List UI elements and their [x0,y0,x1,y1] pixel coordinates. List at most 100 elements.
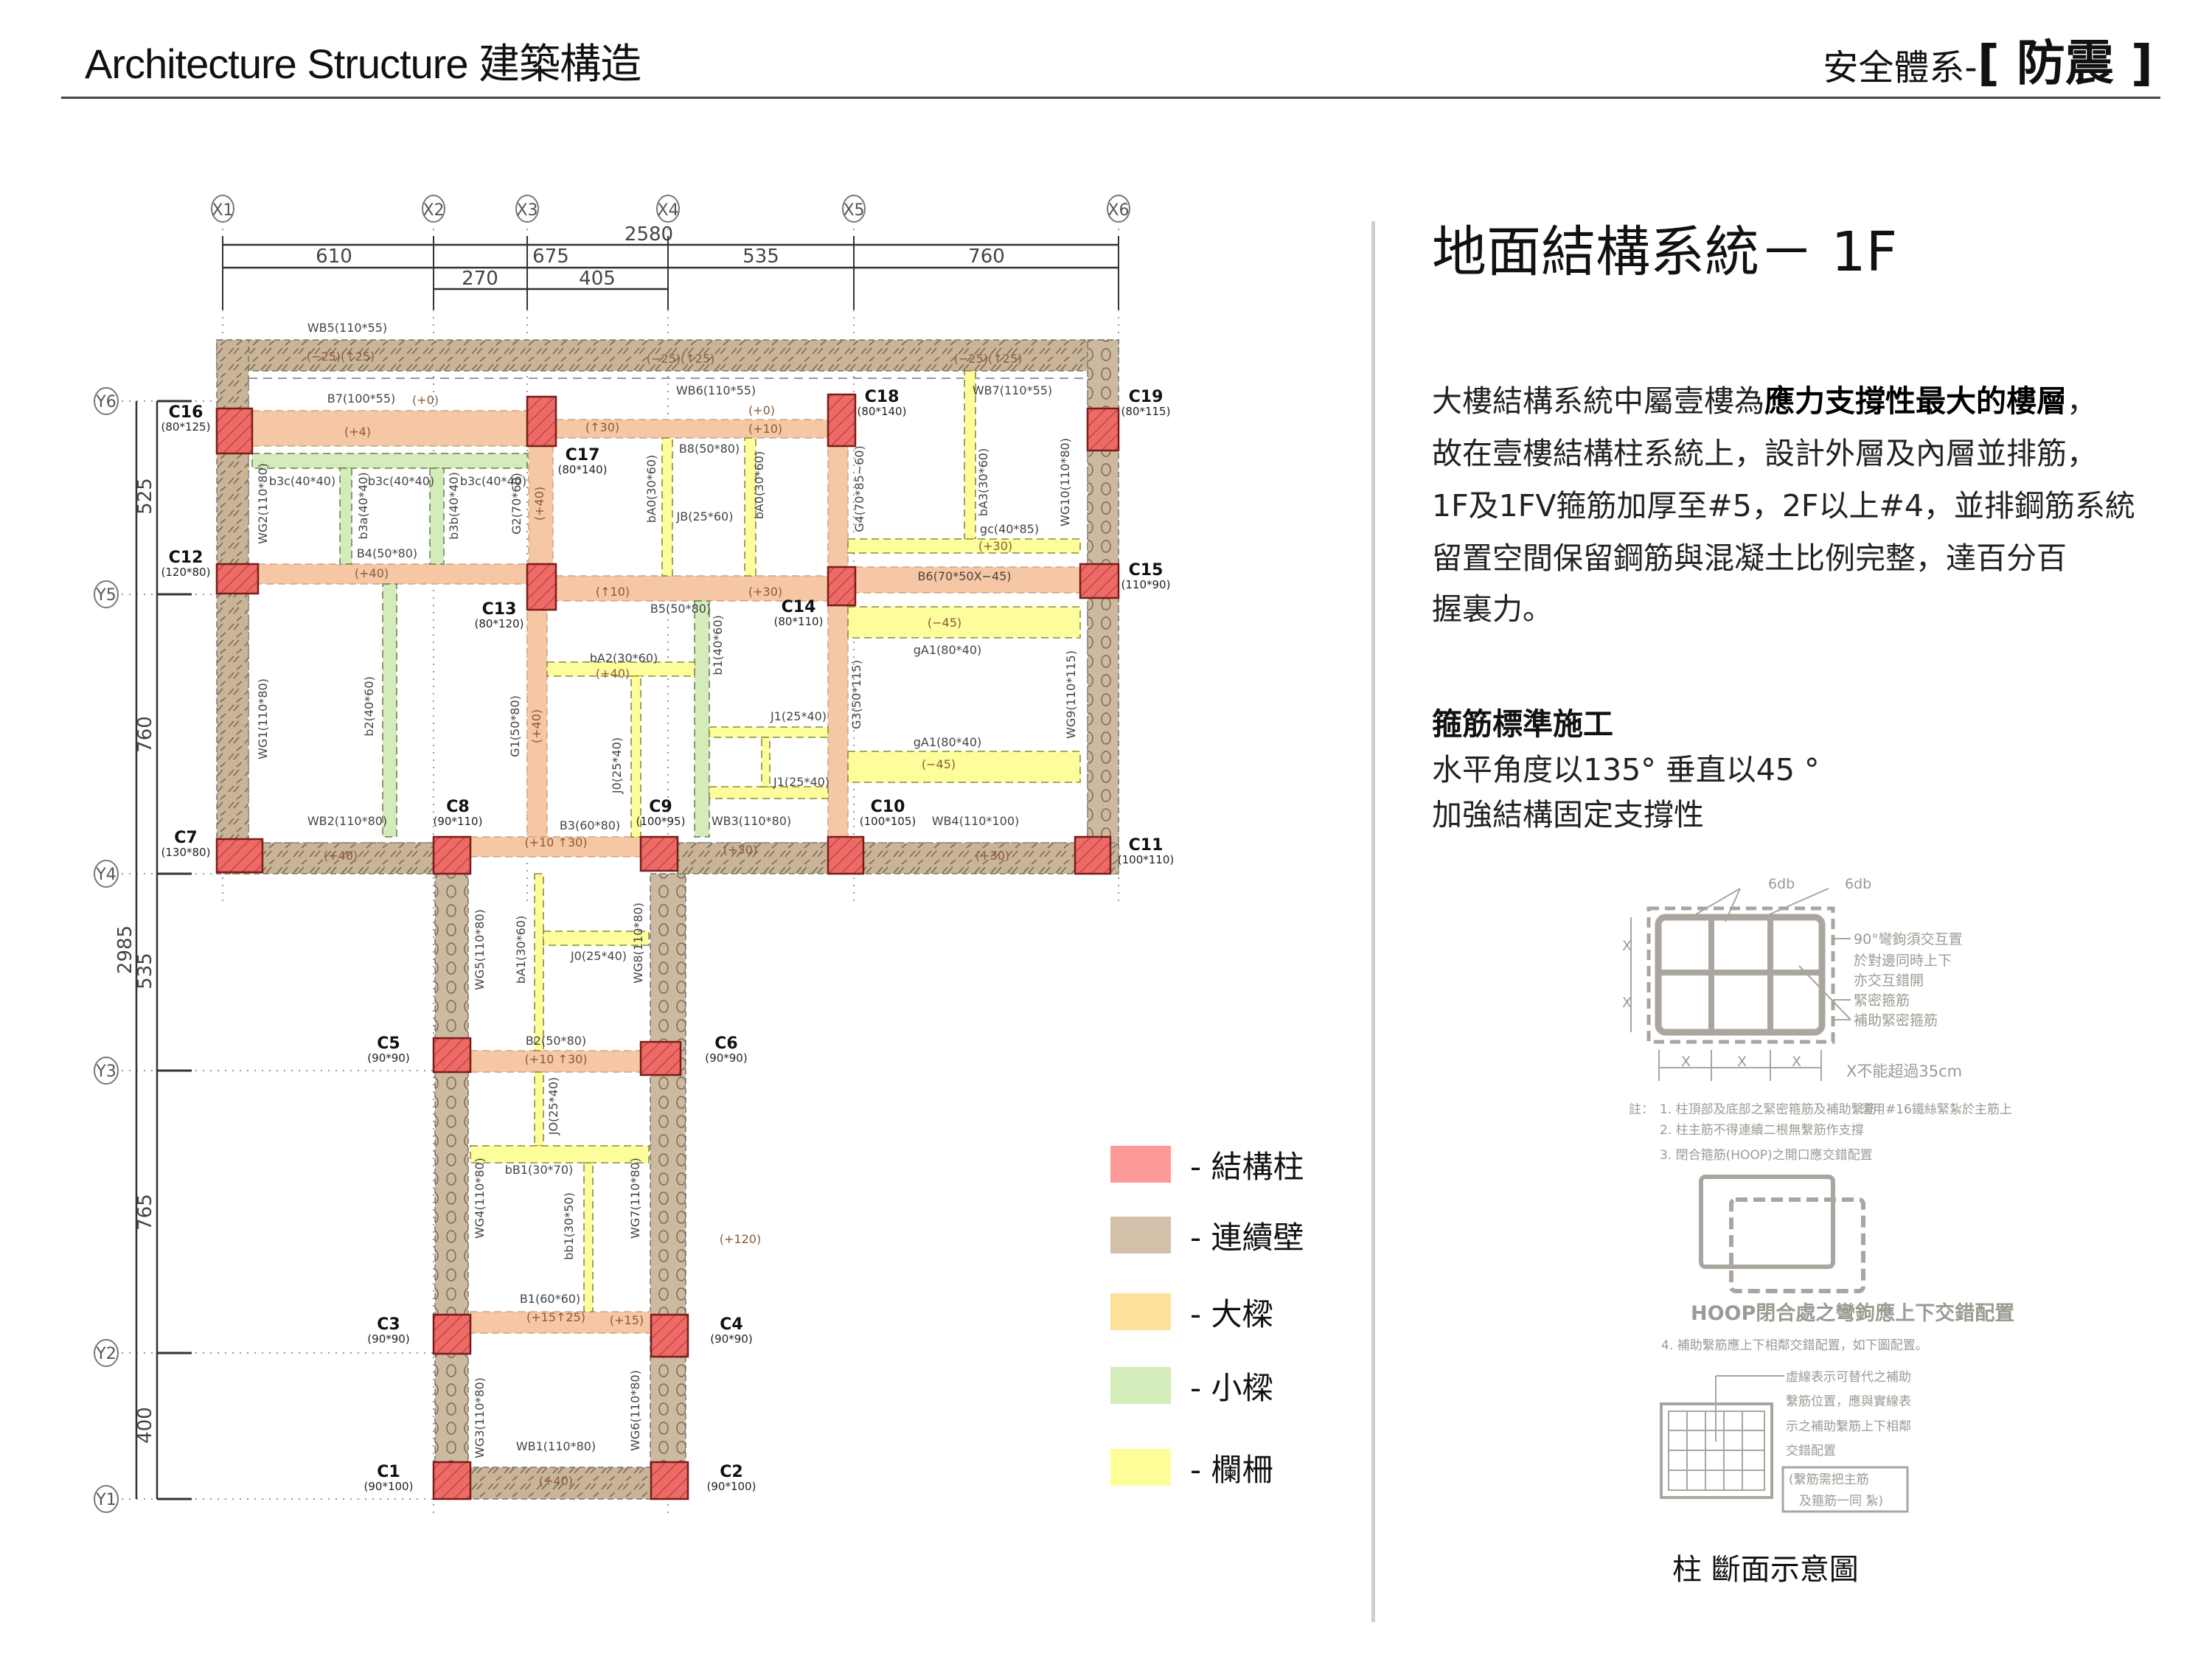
dimension-label: 270 [462,268,498,290]
beam-label: (+0) [412,393,439,407]
column-id: C3 [377,1315,400,1334]
beam-label: B7(100*55) [327,392,396,406]
beam-label: J1(25*40) [773,775,830,789]
beam-label-vertical: WG7(110*80) [628,1158,642,1239]
column-id: C13 [482,600,517,619]
beam-label: (+15↑25) [526,1310,585,1324]
column-id: C16 [169,403,204,422]
column-id: C7 [174,829,197,847]
grid-bubble [842,195,866,223]
paragraph-line-2: 故在壹樓結構柱系統上，設計外層及內層並排筋， [1432,436,2097,471]
subheading: 箍筋標準施工 [1432,706,1613,742]
beam-label: (↑30) [585,420,619,434]
structural-column [827,566,857,607]
legend-label: - 大樑 [1190,1295,1273,1332]
structural-column [432,1461,472,1500]
beam-label-vertical: b2(40*60) [362,676,376,737]
column-id: C10 [871,798,905,816]
beam-label: (+120) [720,1232,761,1246]
slab-outline [248,378,1088,844]
spacing-mark: X [1681,1054,1691,1070]
column-size: (110*90) [1121,578,1171,591]
grid-label-x: X3 [516,201,538,220]
beam-label: B4(50*80) [357,546,417,560]
beam-label-vertical: WG1(110*80) [256,678,270,759]
beam-label-vertical: G3(50*115) [849,660,863,729]
vertical-divider [1371,221,1375,1622]
legend-swatch [1110,1367,1171,1404]
column-size: (80*110) [774,615,824,628]
legend-swatch [1110,1449,1171,1486]
beam-label-vertical: (+40) [529,709,543,743]
girder [470,836,641,858]
column-size: (90*90) [710,1332,752,1346]
beam-label-vertical: b1(40*60) [711,615,725,675]
beam-label: b3c(40*40) [368,474,434,488]
structural-column [827,393,857,448]
column-size: (90*110) [434,815,483,828]
dimension-label: 675 [532,246,569,268]
grille-beam [546,661,695,677]
box-note: 及箍筋一同 紮) [1799,1494,1883,1509]
legend-label: - 結構柱 [1190,1148,1304,1185]
beam-label: B8(50*80) [679,442,740,456]
beam-label: (+30) [978,539,1012,553]
beam-label: (−45) [922,757,956,771]
column-id: C17 [566,446,600,465]
side-note: 於對邊同時上下 [1854,953,1952,969]
legend-swatch [1110,1217,1171,1253]
beam-label: J1(25*40) [770,709,827,723]
beam-label: B3(60*80) [560,818,620,832]
beam-label-vertical: J0(25*40) [610,737,624,794]
column-size: (80*120) [475,617,524,630]
column-size: (80*140) [858,405,907,418]
paragraph-line-3: 1F及1FV箍筋加厚至#5，2F以上#4，並排鋼筋系統 [1432,488,2135,524]
column-id: C8 [446,798,469,816]
beam-label: WB6(110*55) [676,383,756,397]
panel-title: 地面結構系統－ 1F [1432,220,1898,284]
header-divider [61,97,2160,99]
beam-label: bA2(30*60) [590,651,658,665]
column-size: (90*90) [705,1051,747,1065]
legend-label: - 連續壁 [1190,1219,1304,1256]
beam-label: (+40) [539,1474,573,1488]
legend-swatch [1110,1293,1171,1330]
column-id: C15 [1129,561,1164,580]
column-size: (120*80) [161,566,211,579]
beam-label-vertical: WG2(110*80) [256,463,270,544]
diagram-caption: 柱 斷面示意圖 [1672,1553,1859,1587]
grille-beam [964,370,976,540]
structural-column [650,1461,689,1500]
beam-label-vertical: (+40) [532,487,546,521]
beam-label: (↑10) [596,585,630,599]
grid-label-x: X1 [212,201,233,220]
beam-label: WB2(110*80) [307,814,387,828]
dimension-label: 535 [742,246,779,268]
column-id: C19 [1129,388,1164,406]
girder [555,575,829,602]
beam-label: (+10 ↑30) [524,1052,587,1066]
grid-bubble [656,195,680,223]
paragraph-line-5: 握裏力。 [1432,591,1553,627]
grid-bubble [94,1485,119,1513]
beam-label-vertical: bA0(30*60) [644,455,658,523]
grid-label-y: Y5 [95,586,116,605]
spacing-mark: X [1792,1054,1801,1070]
legend-item: - 結構柱 [1110,1146,1304,1185]
grid-bubble [94,580,119,608]
beam-label: (−25)(↑25) [307,349,375,364]
legend-item: - 大樑 [1110,1293,1273,1332]
beam-label: WB7(110*55) [973,383,1052,397]
beam-label-vertical: WG9(110*115) [1064,650,1078,739]
continuous-wall [434,873,469,1500]
structural-column [432,1313,472,1355]
beam-label-vertical: WG5(110*80) [473,909,487,990]
note-prefix: 註： [1629,1102,1654,1117]
small-beam [251,453,528,469]
column-id: C1 [377,1463,400,1481]
grid-bubble [94,1057,119,1085]
column-size: (100*95) [636,815,686,828]
structural-column [432,835,472,875]
grid-bubble [94,1339,119,1367]
grid-label-x: X6 [1107,201,1129,220]
